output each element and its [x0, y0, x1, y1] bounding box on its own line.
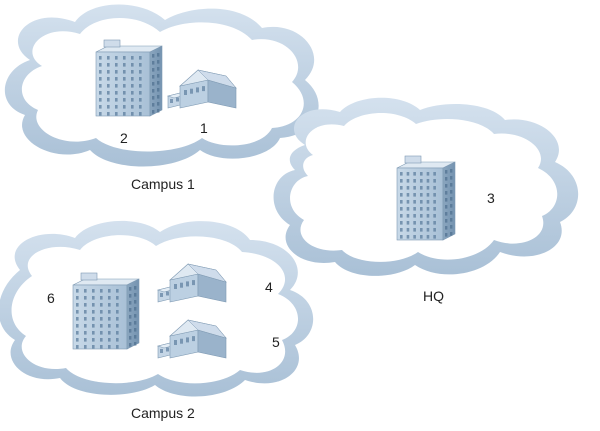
site-number-4: 4 [265, 279, 273, 295]
buildings-layer [72, 39, 456, 359]
site-number-6: 6 [47, 290, 55, 306]
cloud-campus-2 [0, 220, 314, 397]
cloud-campus-1-inner [21, 17, 304, 152]
site-number-1: 1 [200, 120, 208, 136]
low-building-icon-site-4 [156, 263, 227, 303]
low-building-icon-site-5 [156, 319, 227, 359]
site-number-3: 3 [487, 190, 495, 206]
low-building-icon-site-1 [166, 69, 237, 109]
cloud-label-campus-1: Campus 1 [131, 176, 195, 192]
site-number-2: 2 [120, 130, 128, 146]
tower-icon-site-3 [396, 155, 456, 241]
tower-icon-site-2 [95, 39, 163, 117]
tower-icon-site-6 [72, 272, 140, 350]
cloud-label-campus-2: Campus 2 [131, 405, 195, 421]
site-number-5: 5 [272, 334, 280, 350]
cloud-campus-2-inner [11, 235, 299, 384]
cloud-label-hq: HQ [423, 288, 444, 304]
